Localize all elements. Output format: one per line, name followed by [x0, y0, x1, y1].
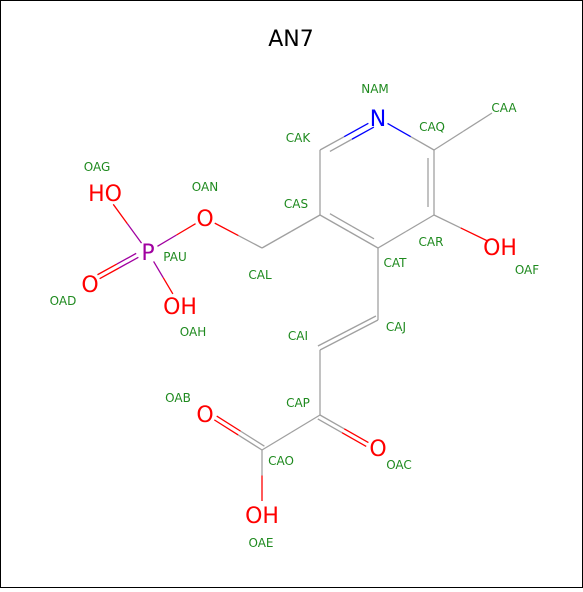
bond-oan-pau — [157, 223, 196, 247]
bond-nam-cak — [319, 122, 375, 152]
atom-label-nam: NAM — [361, 82, 389, 96]
atom-label-oag: OAG — [84, 160, 111, 174]
element-symbol-nam: N — [370, 107, 386, 132]
bond-second-line — [329, 138, 353, 152]
bond-second-line — [317, 330, 348, 347]
atom-label-layer: NAM CAQ CAA CAK CAS CAR CAT OAF CAL OAN PAU OAG OAD O… — [50, 82, 540, 550]
bond-cal-oan — [214, 222, 263, 249]
atom-label-cat: CAT — [384, 256, 408, 270]
bond-half — [377, 230, 407, 249]
bond-half — [290, 214, 321, 233]
atom-label-cai: CAI — [288, 329, 308, 343]
bond-second-line — [216, 415, 241, 432]
bond-second-line — [97, 263, 118, 276]
bond-half — [99, 267, 120, 280]
bond-half — [433, 130, 464, 151]
bond-cas-cal — [261, 214, 321, 249]
bond-half — [319, 136, 345, 151]
bond-caq-car — [427, 150, 435, 215]
bond-half — [319, 334, 350, 351]
bond-cap-oac — [317, 414, 369, 448]
bond-car-oaf — [433, 214, 488, 242]
element-symbol-oag: HO — [88, 182, 122, 207]
bond-half — [343, 428, 369, 444]
bond-second-line — [351, 225, 375, 240]
bond-cas-cat — [319, 213, 379, 249]
bond-half — [460, 227, 488, 242]
atom-label-cal: CAL — [248, 268, 272, 282]
bond-second-line — [341, 432, 367, 448]
bond-caj-cai — [317, 315, 379, 351]
bond-half — [405, 214, 435, 233]
bond-second-line — [329, 213, 353, 227]
atom-label-oac: OAC — [386, 458, 412, 472]
bond-half — [162, 277, 174, 295]
bond-layer — [97, 112, 493, 501]
diagram-title: AN7 — [268, 27, 314, 52]
bond-half — [112, 203, 128, 225]
atom-label-oah: OAH — [180, 325, 206, 339]
bond-half — [462, 112, 493, 133]
bond-half — [319, 214, 350, 233]
element-symbol-layer: N OH O P HO O OH O O OH — [81, 107, 517, 529]
element-symbol-oab: O — [196, 403, 213, 428]
atom-label-oad: OAD — [50, 294, 77, 308]
bond-pau-oad — [97, 252, 139, 280]
bond-half — [348, 319, 379, 336]
atom-label-oae: OAE — [248, 536, 273, 550]
bond-half — [387, 122, 412, 138]
bond-second-line — [346, 315, 377, 332]
bond-half — [343, 122, 369, 138]
bond-half — [261, 431, 292, 451]
bond-half — [153, 261, 164, 279]
bond-half — [214, 222, 239, 237]
atom-label-cak: CAK — [286, 131, 312, 145]
element-symbol-oah: OH — [163, 295, 197, 320]
bond-half — [126, 223, 143, 244]
element-symbol-oan: O — [196, 207, 213, 232]
bond-half — [319, 414, 345, 430]
bond-half — [290, 414, 321, 434]
element-symbol-oac: O — [369, 437, 386, 462]
atom-label-caj: CAJ — [386, 320, 406, 334]
bond-half — [348, 230, 379, 249]
bond-pau-oah — [153, 261, 174, 295]
bond-half — [118, 256, 139, 269]
atom-label-caq: CAQ — [419, 120, 445, 134]
bond-half — [261, 230, 292, 249]
bond-half — [157, 234, 177, 247]
bond-caq-caa — [433, 112, 493, 151]
element-symbol-oaf: OH — [483, 236, 517, 261]
bond-half — [213, 419, 239, 436]
element-symbol-oad: O — [81, 273, 98, 298]
bond-cao-oab — [213, 415, 265, 451]
atom-label-pau: PAU — [163, 250, 186, 264]
bond-second-line — [116, 252, 137, 265]
bond-second-line — [240, 430, 265, 447]
bond-pau-oag — [112, 203, 143, 244]
bond-car-cat — [377, 214, 435, 249]
element-symbol-pau: P — [141, 241, 154, 266]
atom-label-car: CAR — [419, 235, 444, 249]
bond-half — [433, 214, 461, 229]
bond-half — [238, 234, 263, 249]
atom-label-cas: CAS — [284, 197, 308, 211]
bond-cap-cao — [261, 414, 321, 451]
bond-second-line — [351, 126, 375, 140]
bond-second-line — [317, 418, 343, 434]
atom-label-caa: CAA — [491, 101, 517, 115]
bond-half — [237, 434, 263, 451]
bond-nam-caq — [387, 122, 435, 151]
atom-label-cap: CAP — [286, 396, 310, 410]
element-symbol-oae: OH — [245, 504, 279, 529]
atom-label-oaf: OAF — [515, 263, 539, 277]
atom-label-oab: OAB — [165, 391, 191, 405]
atom-label-oan: OAN — [192, 180, 218, 194]
bond-half — [410, 136, 435, 151]
atom-label-cao: CAO — [268, 454, 294, 468]
bond-half — [176, 223, 196, 236]
